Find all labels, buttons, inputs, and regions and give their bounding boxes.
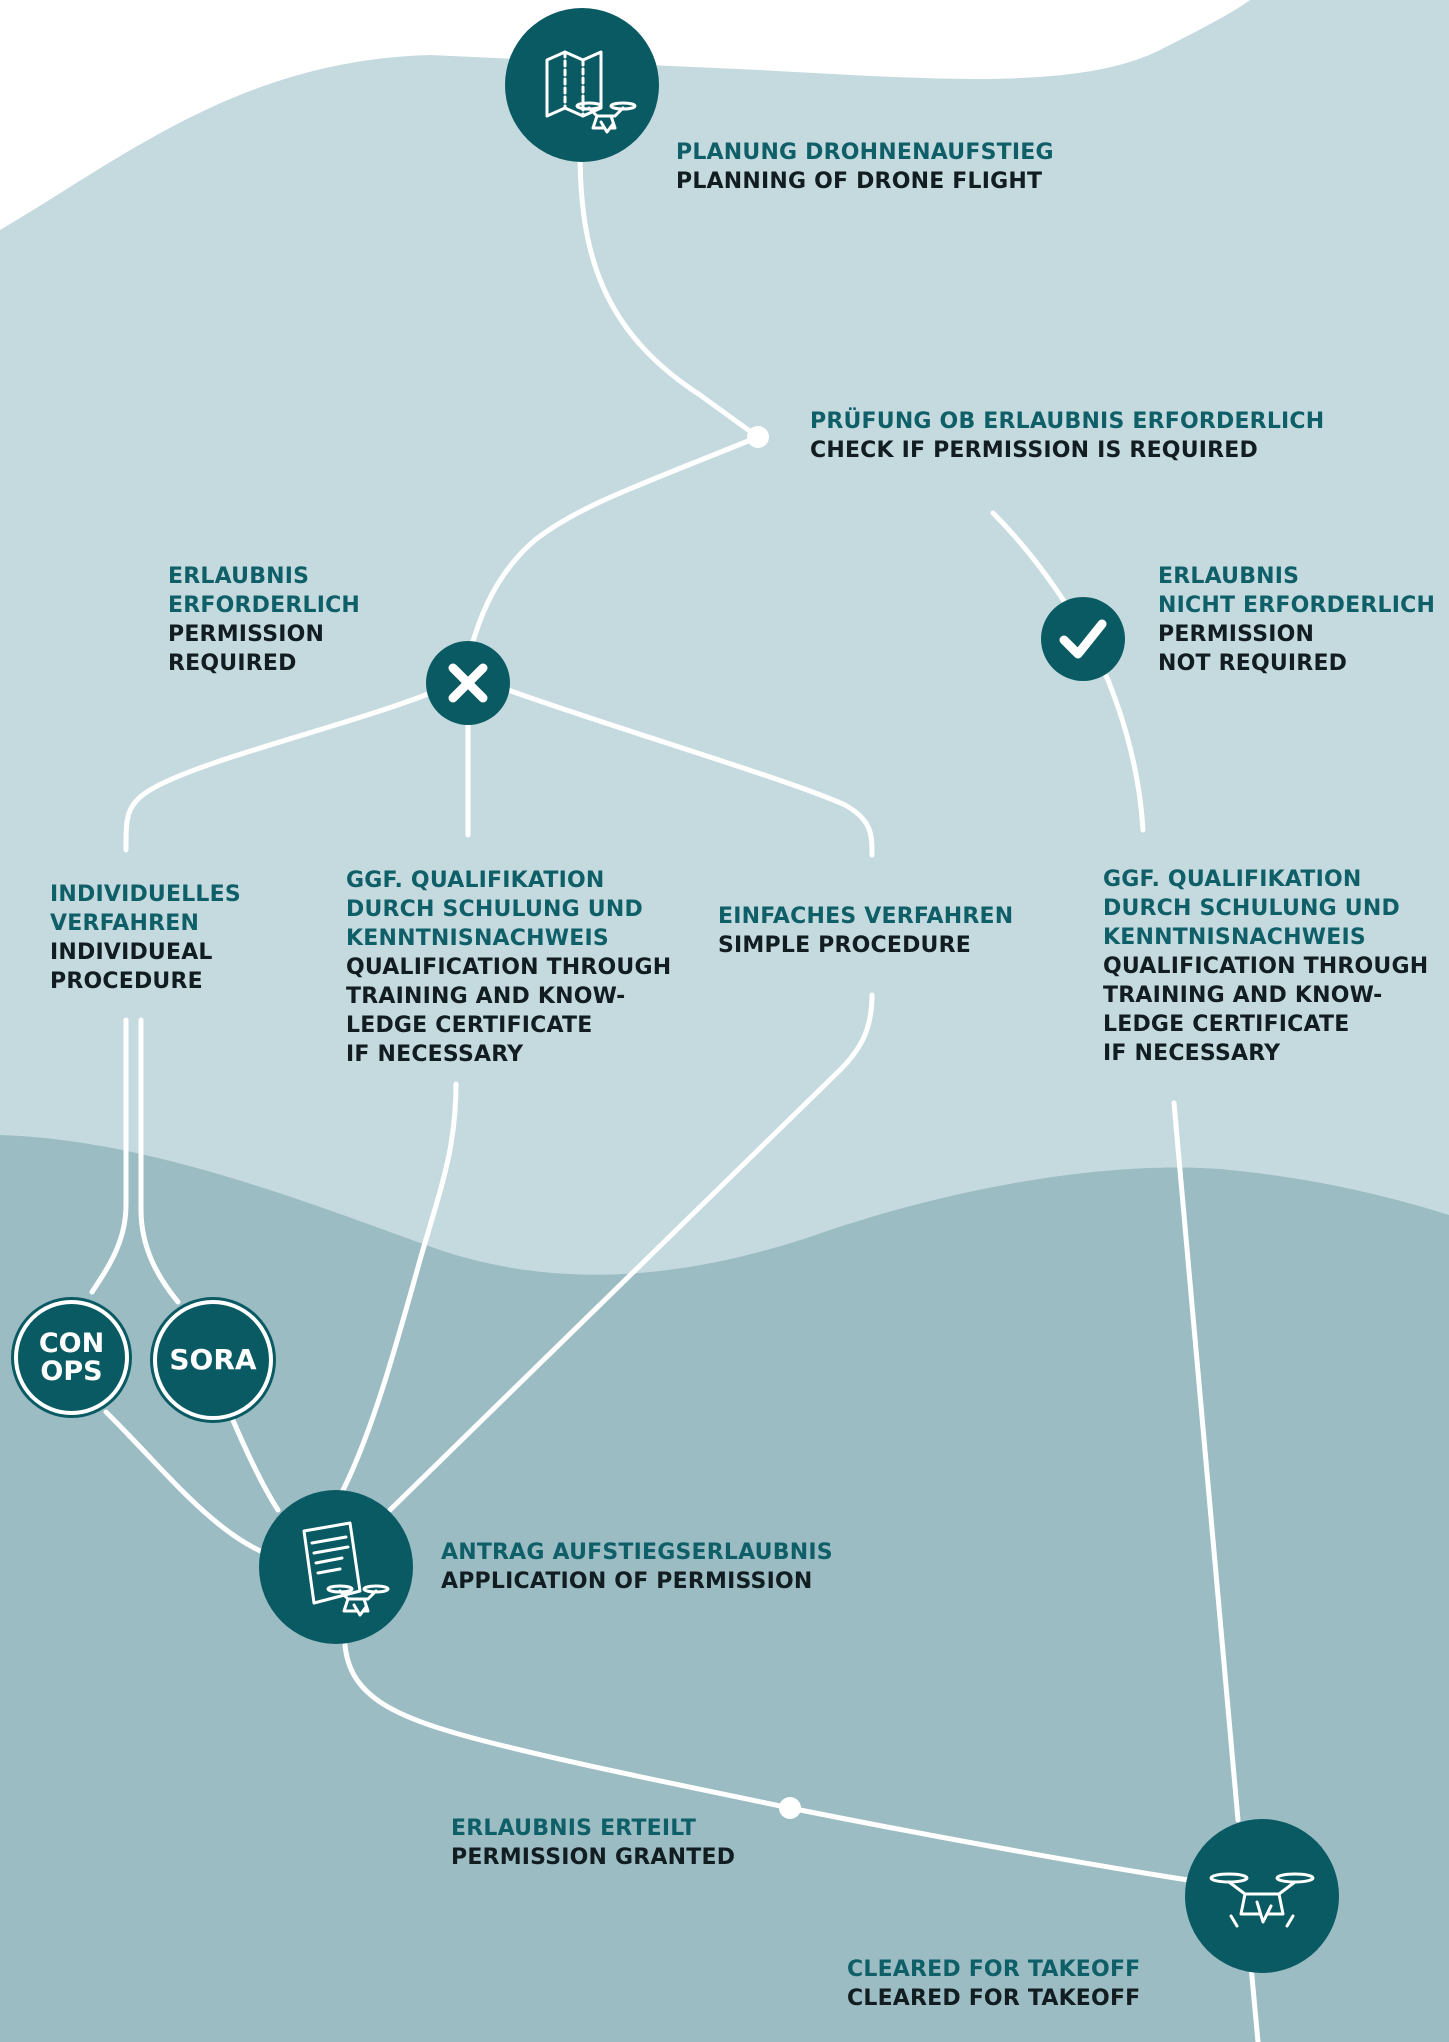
cross-icon bbox=[448, 663, 488, 703]
label-simple-en: SIMPLE PROCEDURE bbox=[718, 933, 971, 958]
label-not-required: ERLAUBNIS NICHT ERFORDERLICH PERMISSION … bbox=[1158, 562, 1435, 678]
line-simple-to-application bbox=[387, 992, 875, 1513]
background-dark-region bbox=[0, 1135, 1449, 2042]
line-x-to-individual bbox=[123, 691, 431, 853]
label-application: ANTRAG AUFSTIEGSERLAUBNIS APPLICATION OF… bbox=[441, 1538, 833, 1596]
line-conops-to-application bbox=[103, 1409, 268, 1556]
permission-required-node bbox=[426, 641, 510, 725]
sora-badge: SORA bbox=[153, 1300, 273, 1420]
label-individual: INDIVIDUELLES VERFAHREN INDIVIDUEAL PROC… bbox=[50, 880, 241, 996]
label-application-de: ANTRAG AUFSTIEGSERLAUBNIS bbox=[441, 1540, 833, 1565]
sora-badge-text: SORA bbox=[169, 1343, 257, 1376]
label-check-de: PRÜFUNG OB ERLAUBNIS ERFORDERLICH bbox=[810, 409, 1325, 434]
junction-dot-granted bbox=[779, 1797, 801, 1819]
line-planning-to-check bbox=[577, 147, 761, 440]
label-required-en: PERMISSION REQUIRED bbox=[168, 622, 325, 676]
label-granted-en: PERMISSION GRANTED bbox=[451, 1845, 736, 1870]
label-simple: EINFACHES VERFAHREN SIMPLE PROCEDURE bbox=[718, 902, 1013, 960]
label-planning-en: PLANNING OF DRONE FLIGHT bbox=[676, 169, 1043, 194]
line-application-to-granted bbox=[342, 1642, 793, 1811]
drone-icon bbox=[1209, 1872, 1315, 1928]
label-qualification-right-de: GGF. QUALIFIKATION DURCH SCHULUNG UND KE… bbox=[1103, 867, 1400, 950]
line-individual-to-conops bbox=[89, 1017, 129, 1295]
label-individual-de: INDIVIDUELLES VERFAHREN bbox=[50, 882, 241, 936]
checkmark-icon bbox=[1059, 619, 1107, 659]
line-check-to-required bbox=[465, 434, 761, 663]
document-drone-icon bbox=[302, 1521, 390, 1617]
label-application-en: APPLICATION OF PERMISSION bbox=[441, 1569, 813, 1594]
conops-badge-text: CON OPS bbox=[38, 1327, 105, 1387]
background-light-region bbox=[0, 0, 1449, 1300]
label-not-required-en: PERMISSION NOT REQUIRED bbox=[1158, 622, 1348, 676]
line-x-to-simple bbox=[505, 687, 875, 858]
label-individual-en: INDIVIDUEAL PROCEDURE bbox=[50, 940, 213, 994]
label-qualification-left: GGF. QUALIFIKATION DURCH SCHULUNG UND KE… bbox=[346, 866, 671, 1069]
label-qualification-right-en: QUALIFICATION THROUGH TRAINING AND KNOW-… bbox=[1103, 954, 1429, 1066]
conops-badge: CON OPS bbox=[14, 1300, 129, 1415]
label-cleared-de: CLEARED FOR TAKEOFF bbox=[847, 1957, 1141, 1982]
line-check-to-not-required bbox=[990, 510, 1146, 833]
label-required-de: ERLAUBNIS ERFORDERLICH bbox=[168, 564, 361, 618]
label-cleared: CLEARED FOR TAKEOFF CLEARED FOR TAKEOFF bbox=[847, 1955, 1140, 2013]
label-planning-de: PLANUNG DROHNENAUFSTIEG bbox=[676, 140, 1054, 165]
label-check: PRÜFUNG OB ERLAUBNIS ERFORDERLICH CHECK … bbox=[810, 407, 1324, 465]
label-granted: ERLAUBNIS ERTEILT PERMISSION GRANTED bbox=[451, 1814, 735, 1872]
planning-node bbox=[505, 8, 659, 162]
takeoff-node bbox=[1185, 1819, 1339, 1973]
map-drone-icon bbox=[545, 50, 637, 134]
label-qualification-left-de: GGF. QUALIFIKATION DURCH SCHULUNG UND KE… bbox=[346, 868, 643, 951]
label-qualification-left-en: QUALIFICATION THROUGH TRAINING AND KNOW-… bbox=[346, 955, 672, 1067]
line-sora-to-application bbox=[229, 1415, 281, 1513]
line-qualification-right-to-takeoff bbox=[1171, 1100, 1241, 1823]
junction-dot-check bbox=[747, 426, 769, 448]
label-planning: PLANUNG DROHNENAUFSTIEG PLANNING OF DRON… bbox=[676, 138, 1054, 196]
line-granted-to-takeoff bbox=[787, 1805, 1191, 1883]
label-not-required-de: ERLAUBNIS NICHT ERFORDERLICH bbox=[1158, 564, 1436, 618]
label-check-en: CHECK IF PERMISSION IS REQUIRED bbox=[810, 438, 1258, 463]
line-qualification-to-application bbox=[335, 1081, 459, 1503]
permission-not-required-node bbox=[1041, 597, 1125, 681]
label-simple-de: EINFACHES VERFAHREN bbox=[718, 904, 1014, 929]
label-required: ERLAUBNIS ERFORDERLICH PERMISSION REQUIR… bbox=[168, 562, 360, 678]
label-qualification-right: GGF. QUALIFIKATION DURCH SCHULUNG UND KE… bbox=[1103, 865, 1428, 1068]
application-node bbox=[259, 1490, 413, 1644]
label-granted-de: ERLAUBNIS ERTEILT bbox=[451, 1816, 697, 1841]
line-individual-to-sora bbox=[138, 1017, 181, 1305]
label-cleared-en: CLEARED FOR TAKEOFF bbox=[847, 1986, 1141, 2011]
